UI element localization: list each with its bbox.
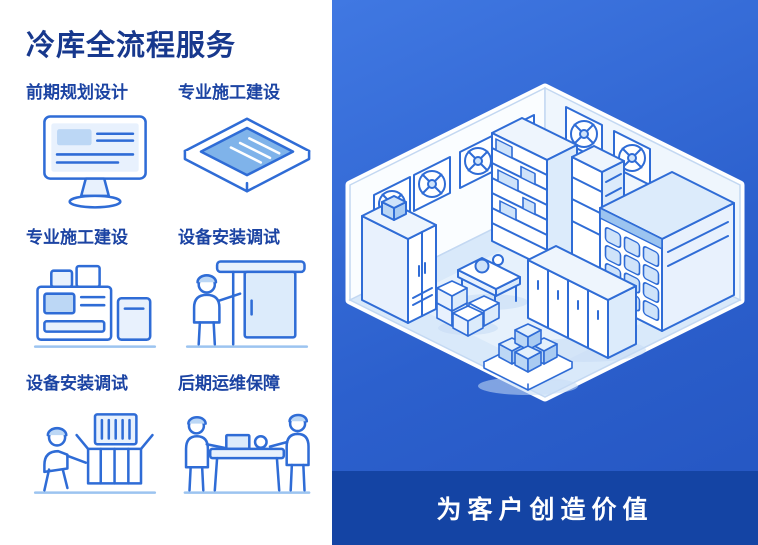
services-panel: 冷库全流程服务 前期规划设计: [0, 0, 332, 545]
double-door-cabinet: [361, 195, 437, 324]
equipment-machine-illustration: [26, 250, 164, 360]
service-item-install-2: 设备安装调试: [26, 369, 164, 506]
service-label: 专业施工建设: [26, 228, 128, 248]
service-cart: [457, 254, 521, 313]
showcase-panel: 为客户创造价值: [332, 0, 758, 545]
page-title: 冷库全流程服务: [26, 30, 237, 62]
planning-monitor-illustration: [26, 105, 164, 215]
service-label: 设备安装调试: [178, 228, 280, 248]
service-item-construction-2: 专业施工建设: [26, 223, 164, 360]
door-installation-illustration: [178, 250, 316, 360]
value-banner-text: 为客户创造价值: [436, 496, 654, 524]
service-label: 前期规划设计: [26, 83, 128, 102]
service-label: 设备安装调试: [26, 373, 128, 393]
service-item-planning: 前期规划设计: [26, 78, 164, 215]
value-banner: 为客户创造价值: [332, 471, 758, 545]
unpacking-equipment-illustration: [26, 396, 164, 506]
maintenance-team-illustration: [178, 396, 316, 506]
service-item-construction-1: 专业施工建设: [178, 78, 316, 215]
white-crates: [436, 280, 500, 337]
storage-rack: [491, 117, 578, 269]
service-item-install-1: 设备安装调试: [178, 223, 316, 360]
locker-row: [527, 245, 637, 359]
pallet-blue-crates: [483, 323, 573, 391]
service-label: 专业施工建设: [178, 83, 280, 102]
service-item-maintenance: 后期运维保障: [178, 369, 316, 506]
services-grid: 前期规划设计: [26, 78, 316, 506]
blueprint-illustration: [178, 105, 316, 215]
service-label: 后期运维保障: [178, 373, 280, 393]
cold-storage-room-illustration: [345, 83, 745, 402]
